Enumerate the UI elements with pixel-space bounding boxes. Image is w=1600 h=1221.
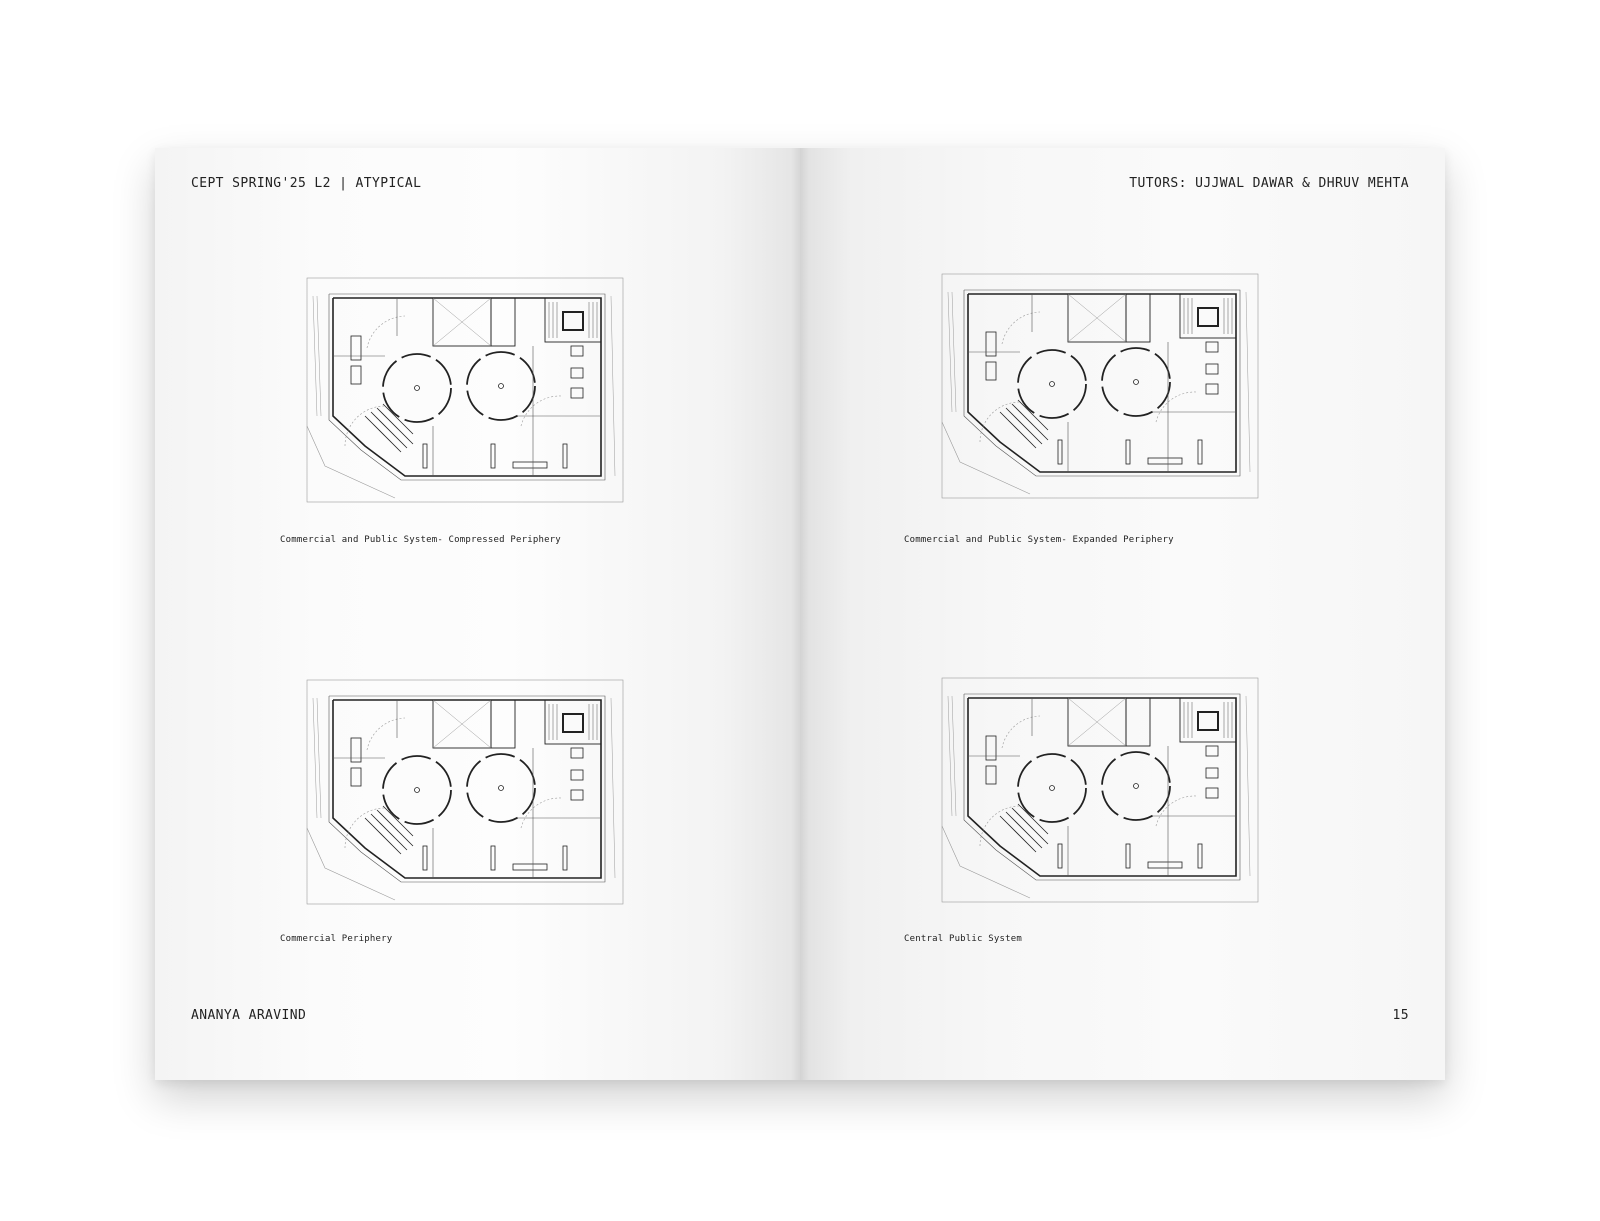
book-spread: CEPT SPRING'25 L2 | ATYPICAL (155, 148, 1445, 1080)
caption-expanded-periphery: Commercial and Public System- Expanded P… (904, 535, 1174, 545)
page-number: 15 (1392, 1008, 1409, 1023)
caption-central-public-system: Central Public System (904, 934, 1022, 944)
floor-plan-expanded-periphery (940, 272, 1260, 502)
floor-plan-compressed-periphery (305, 276, 625, 506)
right-page: TUTORS: UJJWAL DAWAR & DHRUV MEHTA (800, 148, 1445, 1080)
author-name: ANANYA ARAVIND (191, 1008, 307, 1023)
left-header: CEPT SPRING'25 L2 | ATYPICAL (191, 176, 422, 191)
right-header: TUTORS: UJJWAL DAWAR & DHRUV MEHTA (1129, 176, 1409, 191)
floor-plan-central-public-system (940, 676, 1260, 906)
left-page: CEPT SPRING'25 L2 | ATYPICAL (155, 148, 800, 1080)
caption-commercial-periphery: Commercial Periphery (280, 934, 393, 944)
floor-plan-commercial-periphery (305, 678, 625, 908)
caption-compressed-periphery: Commercial and Public System- Compressed… (280, 535, 561, 545)
